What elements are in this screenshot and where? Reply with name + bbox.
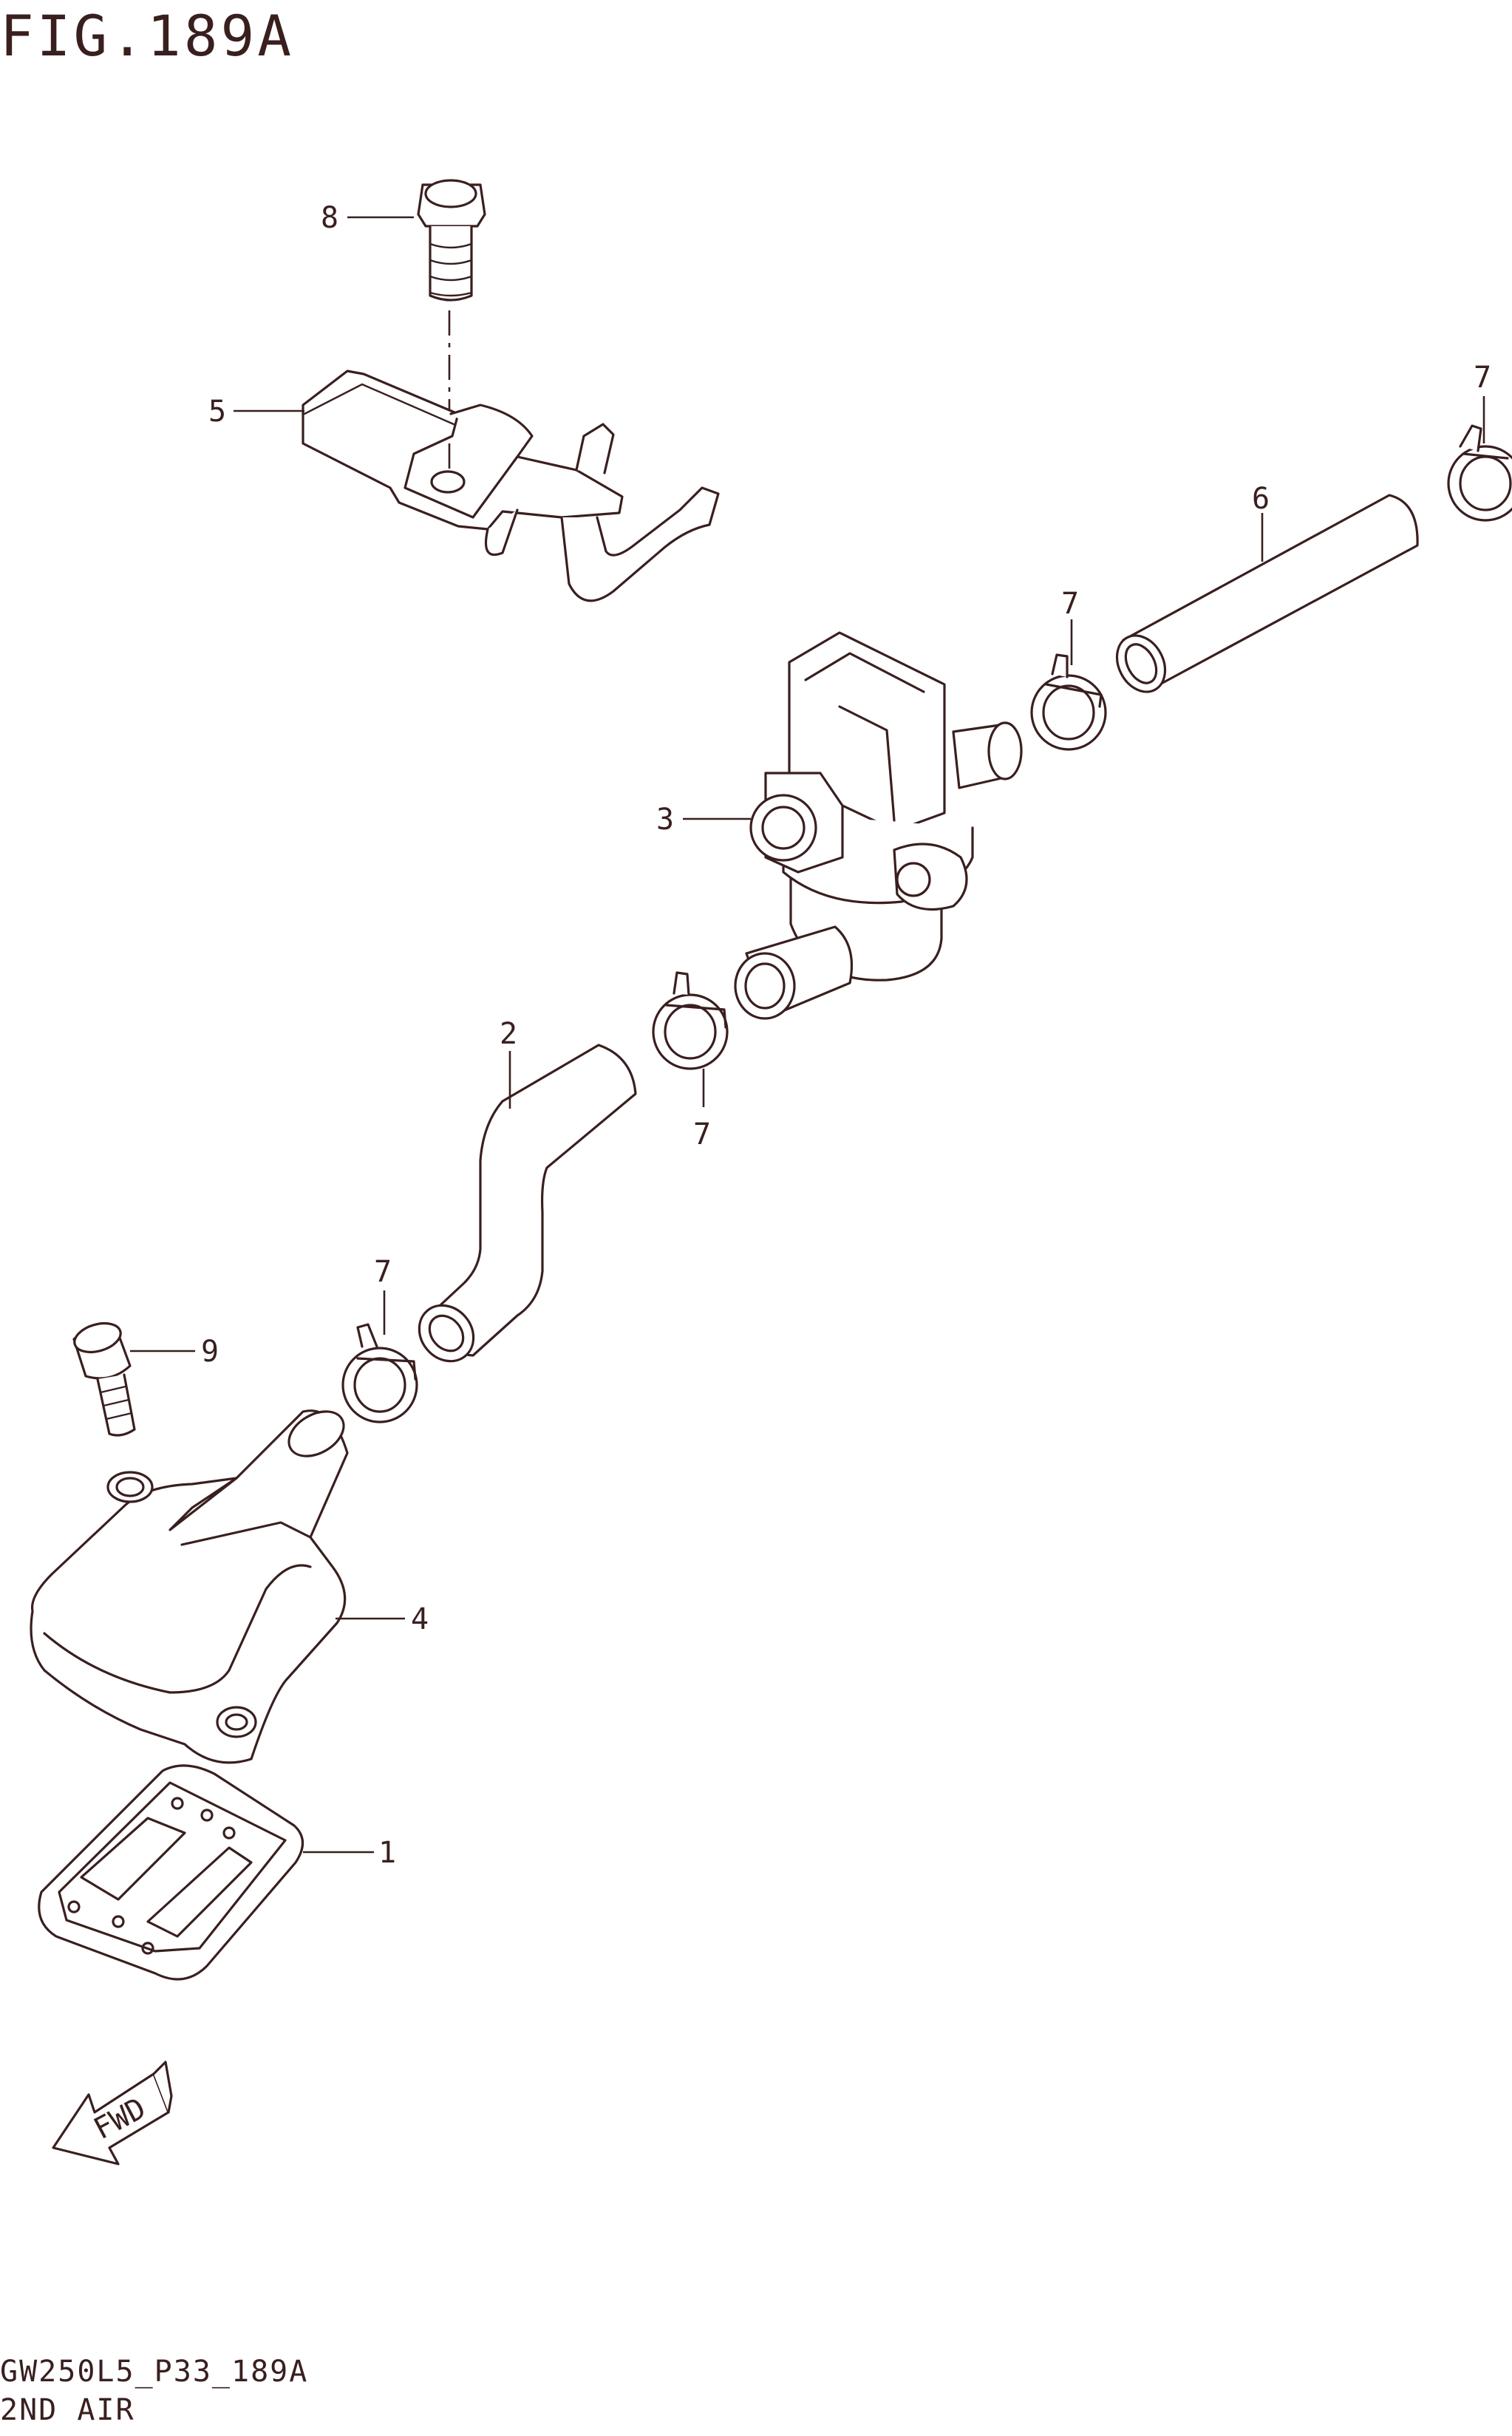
section-name: 2ND AIR	[0, 2393, 135, 2427]
callout-1: 1	[378, 1836, 396, 1870]
part-1-plate	[38, 1764, 304, 1981]
part-2-bent-hose	[418, 1044, 637, 1363]
part-7-clamp-middle	[652, 971, 729, 1070]
part-5-bracket	[302, 370, 720, 602]
callout-7-middle: 7	[693, 1117, 711, 1151]
drawing-code: GW250L5_P33_189A	[0, 2355, 309, 2389]
part-7-clamp-lower	[341, 1323, 418, 1423]
callout-3: 3	[656, 803, 674, 837]
callout-7-top-right: 7	[1474, 361, 1491, 395]
part-4-cover	[30, 1409, 349, 1764]
part-6-hose	[1115, 494, 1419, 693]
part-3-valve	[734, 631, 1023, 1020]
part-8-bolt	[417, 179, 486, 302]
callout-9: 9	[201, 1335, 219, 1369]
figure-title: FIG.189A	[0, 3, 295, 69]
callout-7-lower: 7	[374, 1255, 392, 1289]
part-7-clamp-upper	[1030, 653, 1107, 751]
part-7-clamp-top-right	[1447, 424, 1512, 522]
callout-6: 6	[1252, 482, 1270, 516]
fwd-arrow: FWD	[52, 2061, 173, 2165]
callout-5: 5	[208, 395, 226, 429]
part-9-screw	[72, 1321, 136, 1437]
callout-2: 2	[500, 1017, 517, 1051]
callout-4: 4	[411, 1602, 429, 1636]
callout-8: 8	[321, 201, 338, 235]
callout-7-upper: 7	[1061, 587, 1079, 621]
